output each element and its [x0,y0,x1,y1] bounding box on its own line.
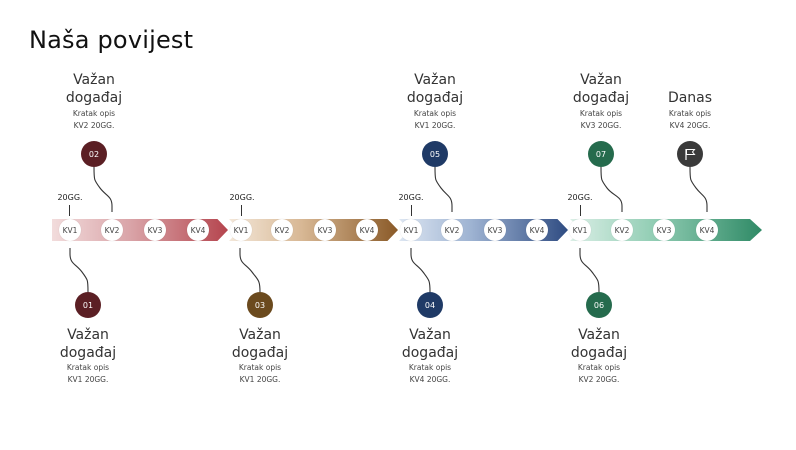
year-label: 20GG. [57,193,83,202]
quarter-marker: KV1 [400,219,422,241]
year-tick [69,205,71,216]
year-label: 20GG. [229,193,255,202]
quarter-marker: KV3 [314,219,336,241]
event-title: Važan događaj [59,327,117,361]
event-title: Danas [667,90,713,106]
quarter-marker: KV2 [101,219,123,241]
flag-icon [685,149,696,160]
quarter-marker: KV1 [230,219,252,241]
event-title: Važan događaj [401,327,459,361]
quarter-marker: KV1 [569,219,591,241]
event-date: KV1 20GG. [67,375,109,384]
event-marker: 01 [75,292,101,318]
quarter-marker: KV4 [356,219,378,241]
event-date: KV2 20GG. [578,375,620,384]
quarter-marker: KV1 [59,219,81,241]
event-marker: 06 [586,292,612,318]
connector-04 [410,248,431,293]
quarter-marker: KV4 [526,219,548,241]
year-label: 20GG. [398,193,424,202]
quarter-marker: KV4 [696,219,718,241]
event-date: KV1 20GG. [414,121,456,130]
event-description: Kratak opis [408,363,452,372]
event-date: KV4 20GG. [409,375,451,384]
event-description: Kratak opis [238,363,282,372]
event-marker: 03 [247,292,273,318]
timeline-segment-year3 [392,219,568,241]
connector-today [689,166,708,212]
quarter-marker: KV3 [144,219,166,241]
year-tick [411,205,413,216]
year-tick [580,205,582,216]
event-title: Važan događaj [406,72,464,106]
timeline-segment-year1 [52,219,228,241]
event-date: KV3 20GG. [580,121,622,130]
event-description: Kratak opis [66,363,110,372]
connector-05 [434,166,453,212]
event-title: Važan događaj [572,72,630,106]
event-title: Važan događaj [570,327,628,361]
today-marker [677,141,703,167]
timeline-segment-year2 [222,219,398,241]
quarter-marker: KV2 [441,219,463,241]
event-date: KV4 20GG. [669,121,711,130]
connector-07 [600,166,623,212]
connector-06 [579,248,600,293]
page-title: Naša povijest [29,26,194,54]
connector-03 [239,248,261,293]
event-marker: 04 [417,292,443,318]
event-description: Kratak opis [577,363,621,372]
event-description: Kratak opis [72,109,116,118]
quarter-marker: KV4 [187,219,209,241]
connector-01 [69,248,89,293]
event-marker: 07 [588,141,614,167]
event-marker: 05 [422,141,448,167]
event-title: Važan događaj [231,327,289,361]
quarter-marker: KV2 [271,219,293,241]
quarter-marker: KV3 [484,219,506,241]
connector-02 [93,166,113,212]
event-title: Važan događaj [65,72,123,106]
event-description: Kratak opis [413,109,457,118]
event-description: Kratak opis [668,109,712,118]
event-description: Kratak opis [579,109,623,118]
quarter-marker: KV2 [611,219,633,241]
year-tick [241,205,243,216]
event-date: KV2 20GG. [73,121,115,130]
quarter-marker: KV3 [653,219,675,241]
year-label: 20GG. [567,193,593,202]
event-marker: 02 [81,141,107,167]
event-date: KV1 20GG. [239,375,281,384]
